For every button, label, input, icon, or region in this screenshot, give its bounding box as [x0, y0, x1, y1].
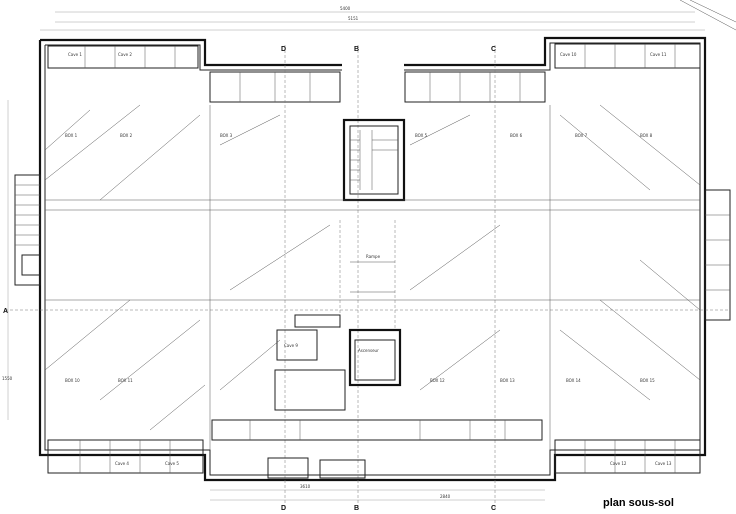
bottom-dimension-chain: 3610 2840 [210, 484, 545, 501]
parking-diagonals-center [219, 114, 501, 391]
cave-label: Cave 9 [284, 343, 298, 348]
box-label: BOX 15 [640, 378, 655, 383]
grid-axes: D B C D B C A [3, 45, 730, 512]
outer-walls [38, 36, 707, 482]
grid-label-c: C [491, 46, 496, 53]
drawing-title: plan sous-sol [603, 497, 674, 509]
cellars-top-left: Cave 2 Cave 1 [47, 45, 199, 69]
grid-label-d-bottom: D [281, 505, 286, 512]
exterior-stair-left [14, 174, 41, 286]
box-labels: BOX 1 BOX 2 BOX 3 BOX 5 BOX 6 BOX 7 BOX … [65, 133, 655, 383]
notes-boxes [267, 457, 366, 479]
dim-bottom-2: 2840 [440, 494, 451, 499]
cave-label: Cave 12 [610, 461, 627, 466]
box-label: BOX 12 [430, 378, 445, 383]
dim-overall: 5400 [340, 6, 351, 11]
parking-diagonals-right [559, 104, 701, 401]
grid-label-b-bottom: B [354, 505, 359, 512]
cave-label: Cave 10 [560, 52, 577, 57]
grid-label-d: D [281, 46, 286, 53]
stair-core [342, 118, 406, 202]
dim-bottom-1: 3610 [300, 484, 311, 489]
cave-label: Cave 11 [650, 52, 667, 57]
top-dimension-chain: 5400 5151 [40, 6, 705, 31]
lift-core: Ascenseur [348, 328, 402, 387]
box-label: BOX 6 [510, 133, 523, 138]
cellars-bottom: Cave 4 Cave 5 Cave 12 Cave 13 [47, 419, 701, 474]
stair-treads [350, 130, 398, 190]
cave-label: Cave 13 [655, 461, 672, 466]
corner-hatch [689, 0, 736, 23]
dim-sub: 5151 [348, 16, 359, 21]
cave-label: Cave 4 [115, 461, 129, 466]
left-dimension: 1550 [2, 100, 13, 420]
box-label: BOX 14 [566, 378, 581, 383]
box-label: BOX 10 [65, 378, 80, 383]
box-label: BOX 3 [220, 133, 233, 138]
lift-label: Ascenseur [358, 348, 379, 353]
cave-label: Cave 5 [165, 461, 179, 466]
box-label: BOX 13 [500, 378, 515, 383]
box-label: BOX 11 [118, 378, 133, 383]
exterior-right [704, 189, 731, 321]
box-label: BOX 8 [640, 133, 653, 138]
cave-label: Cave 1 [68, 52, 82, 57]
cave-label: Cave 2 [118, 52, 132, 57]
dim-left: 1550 [2, 376, 13, 381]
grid-label-c-bottom: C [491, 505, 496, 512]
ramp-label: Rampe [366, 254, 381, 259]
corner-hatch [679, 0, 736, 31]
parking-diagonals-left [44, 104, 206, 431]
box-label: BOX 5 [415, 133, 428, 138]
driving-lane [45, 105, 700, 450]
cellars-top-right: Cave 10 Cave 11 [554, 43, 701, 69]
box-label: BOX 2 [120, 133, 133, 138]
box-label: BOX 7 [575, 133, 588, 138]
box-label: BOX 1 [65, 133, 78, 138]
cellars-top-center [209, 71, 546, 103]
ramp-area: Rampe [350, 254, 395, 293]
grid-label-a: A [3, 308, 8, 315]
grid-label-b: B [354, 46, 359, 53]
center-cave-rooms: Cave 9 [274, 314, 346, 411]
